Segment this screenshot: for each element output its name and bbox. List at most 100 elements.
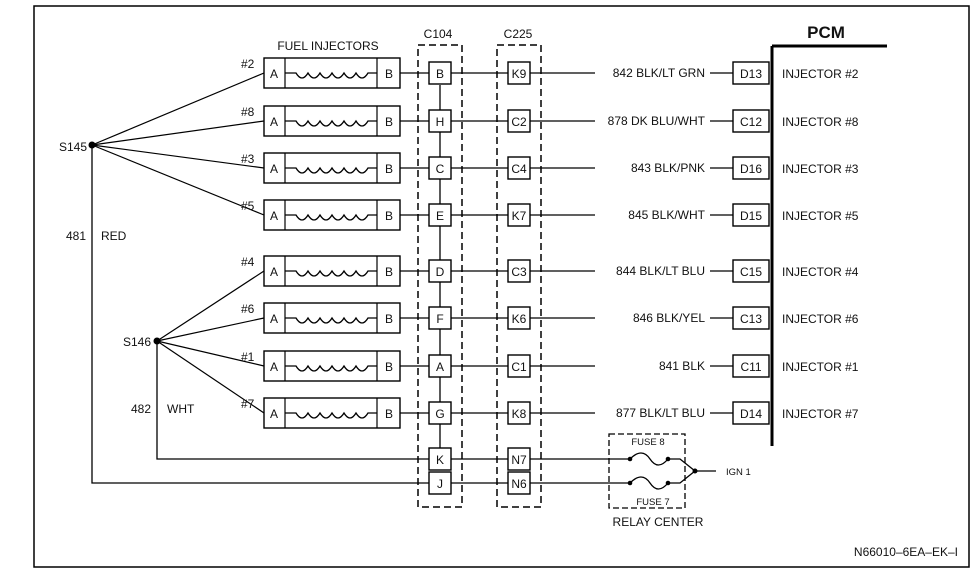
c104-pin-label: H [436, 115, 445, 129]
fuel-injectors-label: FUEL INJECTORS [277, 39, 378, 53]
injector-number: #6 [241, 302, 255, 316]
injector-terminal-b: B [385, 162, 393, 176]
pcm-pin-box [732, 61, 770, 85]
wire-482-color-label: WHT [167, 402, 195, 416]
fuse-junction [668, 458, 697, 484]
injector-terminal-b: B [385, 265, 393, 279]
wire-circuit-label: 843 BLK/PNK [631, 161, 705, 175]
injector-coil [285, 213, 377, 221]
injector-terminal-b: B [385, 312, 393, 326]
fuse-7-terminal-left [627, 480, 633, 486]
injector-terminal-b: B [385, 67, 393, 81]
wire-481-color-label: RED [101, 229, 127, 243]
injector-terminal-b: B [385, 360, 393, 374]
injector-terminal-a: A [270, 407, 278, 421]
wire-circuit-label: 845 BLK/WHT [628, 208, 705, 222]
injector-terminal-a: A [270, 312, 278, 326]
connector-c225-label: C225 [504, 27, 533, 41]
c104-pin-label: D [436, 265, 445, 279]
injector-coil [285, 316, 377, 324]
injector-terminal-a: A [270, 67, 278, 81]
c225-pin-label: C3 [511, 265, 527, 279]
wire-circuit-label: 842 BLK/LT GRN [613, 66, 705, 80]
splice-wire [156, 340, 265, 414]
diagram-frame [33, 5, 970, 568]
fuse-8-label: FUSE 8 [631, 437, 664, 448]
c225-pin-label: C4 [511, 162, 527, 176]
splice-wire [91, 144, 265, 216]
pcm-pin-box [732, 109, 770, 133]
injector-terminal-a: A [270, 360, 278, 374]
injector-coil [285, 364, 377, 372]
power-row: J N6 [428, 471, 630, 495]
pcm-injector-label: INJECTOR #2 [782, 67, 859, 81]
c104-pin-label: J [437, 477, 443, 491]
splice-wire [156, 270, 265, 342]
wire-482-label: 482 [131, 402, 151, 416]
c104-pin-label: E [436, 209, 444, 223]
injector-terminal-a: A [270, 115, 278, 129]
c104-pin-label: B [436, 67, 444, 81]
pcm-title: PCM [807, 23, 845, 42]
connector-c225-outline [496, 44, 542, 508]
wire-circuit-label: 878 DK BLU/WHT [608, 114, 706, 128]
injector-number: #7 [241, 397, 255, 411]
wire-482-feed [156, 341, 431, 460]
injector-terminal-a: A [270, 162, 278, 176]
injector-number: #2 [241, 57, 255, 71]
splice-wire [156, 340, 265, 367]
wire-481-label: 481 [66, 229, 86, 243]
injector-terminal-a: A [270, 209, 278, 223]
pcm-pin-label: C11 [740, 360, 761, 374]
pcm-pin-label: C13 [740, 312, 762, 326]
wire-circuit-label: 846 BLK/YEL [633, 311, 705, 325]
c104-pin-label: F [436, 312, 443, 326]
c104-pin-label: A [436, 360, 444, 374]
reference-code: N66010–6EA–EK–I [854, 545, 958, 559]
splice-wire [91, 120, 265, 146]
pcm-pin-box [732, 306, 770, 330]
pcm-injector-label: INJECTOR #1 [782, 360, 859, 374]
injector-number: #4 [241, 255, 255, 269]
connector-c104-label: C104 [424, 27, 453, 41]
pcm-pin-label: D14 [740, 407, 762, 421]
connector-c104-outline [417, 44, 463, 508]
wire-circuit-label: 841 BLK [659, 359, 705, 373]
injector-terminal-a: A [270, 265, 278, 279]
pcm-pin-label: D16 [740, 162, 762, 176]
fuse-7-label: FUSE 7 [636, 497, 669, 508]
pcm-pin-box [732, 401, 770, 425]
wire-circuit-label: 877 BLK/LT BLU [616, 406, 705, 420]
pcm-pin-box [732, 354, 770, 378]
injector-terminal-b: B [385, 407, 393, 421]
ign-1-label: IGN 1 [726, 467, 751, 478]
wire-circuit-label: 844 BLK/LT BLU [616, 264, 705, 278]
pcm-injector-label: INJECTOR #4 [782, 265, 859, 279]
pcm-pin-label: D13 [740, 67, 762, 81]
injector-row: #3A B C C4 843 BLK/PNK D16 INJECTOR #3 [91, 144, 859, 184]
relay-center-outline [608, 433, 686, 509]
relay-center-label: RELAY CENTER [613, 515, 704, 529]
injector-coil [285, 269, 377, 277]
injector-coil [285, 411, 377, 419]
c225-pin-label: C1 [511, 360, 527, 374]
c104-pin-label: C [436, 162, 445, 176]
fuse-8-symbol [629, 452, 669, 466]
c104-pin-label: G [435, 407, 444, 421]
c225-pin-label: N6 [511, 477, 527, 491]
splice-wire [91, 72, 265, 146]
injector-number: #3 [241, 152, 255, 166]
pcm-injector-label: INJECTOR #3 [782, 162, 859, 176]
c225-pin-label: K6 [512, 312, 527, 326]
wire-481-feed [91, 145, 431, 484]
injector-coil [285, 119, 377, 127]
pcm-pin-box [732, 259, 770, 283]
